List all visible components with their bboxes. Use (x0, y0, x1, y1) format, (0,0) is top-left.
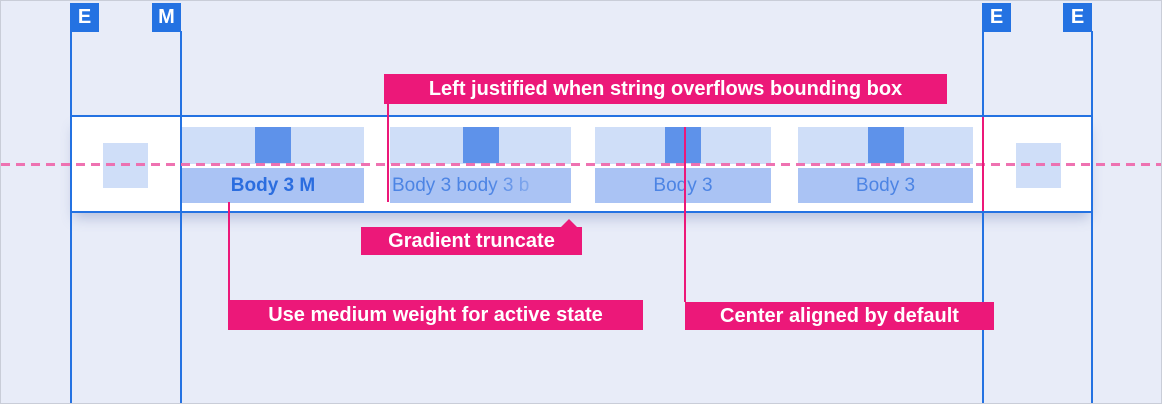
connector-medium-weight (228, 202, 230, 300)
tab-default-2[interactable]: Body 3 (798, 127, 973, 203)
tab-icon-placeholder (665, 127, 701, 163)
marker-letter: M (158, 6, 175, 28)
tab-overflowing[interactable]: Body 3 body 3 b (390, 127, 571, 203)
tab-top-area (595, 127, 771, 164)
marker-letter: E (77, 6, 92, 28)
tab-top-area (390, 127, 571, 164)
connector-center-aligned (684, 127, 686, 302)
annotation-text: Gradient truncate (388, 229, 555, 252)
vertical-center-guide (1, 163, 1161, 166)
tab-icon-placeholder (462, 127, 499, 163)
margin-guide-e-right (982, 31, 984, 403)
margin-marker-m: M (152, 3, 181, 32)
connector-bounding-edge (982, 117, 984, 211)
caret-up-icon (561, 219, 577, 227)
connector-left-justified (387, 104, 389, 202)
tab-top-area (182, 127, 364, 164)
marker-letter: E (989, 6, 1004, 28)
margin-marker-e-right: E (982, 3, 1011, 32)
annotation-medium-weight: Use medium weight for active state (228, 300, 643, 330)
tab-label: Body 3 (798, 168, 973, 203)
annotation-center-aligned: Center aligned by default (685, 302, 994, 330)
margin-guide-m (180, 31, 182, 403)
margin-guide-e-edge (1091, 31, 1093, 403)
annotation-text: Left justified when string overflows bou… (428, 77, 903, 100)
margin-marker-e-edge: E (1063, 3, 1092, 32)
margin-guide-e-left (70, 31, 72, 403)
annotation-text: Center aligned by default (720, 304, 959, 327)
margin-marker-e-left: E (70, 3, 99, 32)
tab-active[interactable]: Body 3 M (182, 127, 364, 203)
tab-label: Body 3 M (182, 168, 364, 203)
tab-label: Body 3 (595, 168, 771, 203)
tab-icon-placeholder (255, 127, 291, 163)
annotation-text: Use medium weight for active state (268, 303, 603, 326)
tab-icon-placeholder (867, 127, 904, 163)
annotation-gradient-truncate: Gradient truncate (361, 219, 582, 255)
tab-default-1[interactable]: Body 3 (595, 127, 771, 203)
tab-top-area (798, 127, 973, 164)
annotation-left-justified: Left justified when string overflows bou… (384, 74, 947, 104)
marker-letter: E (1070, 6, 1085, 28)
tab-label: Body 3 body 3 b (390, 168, 571, 203)
